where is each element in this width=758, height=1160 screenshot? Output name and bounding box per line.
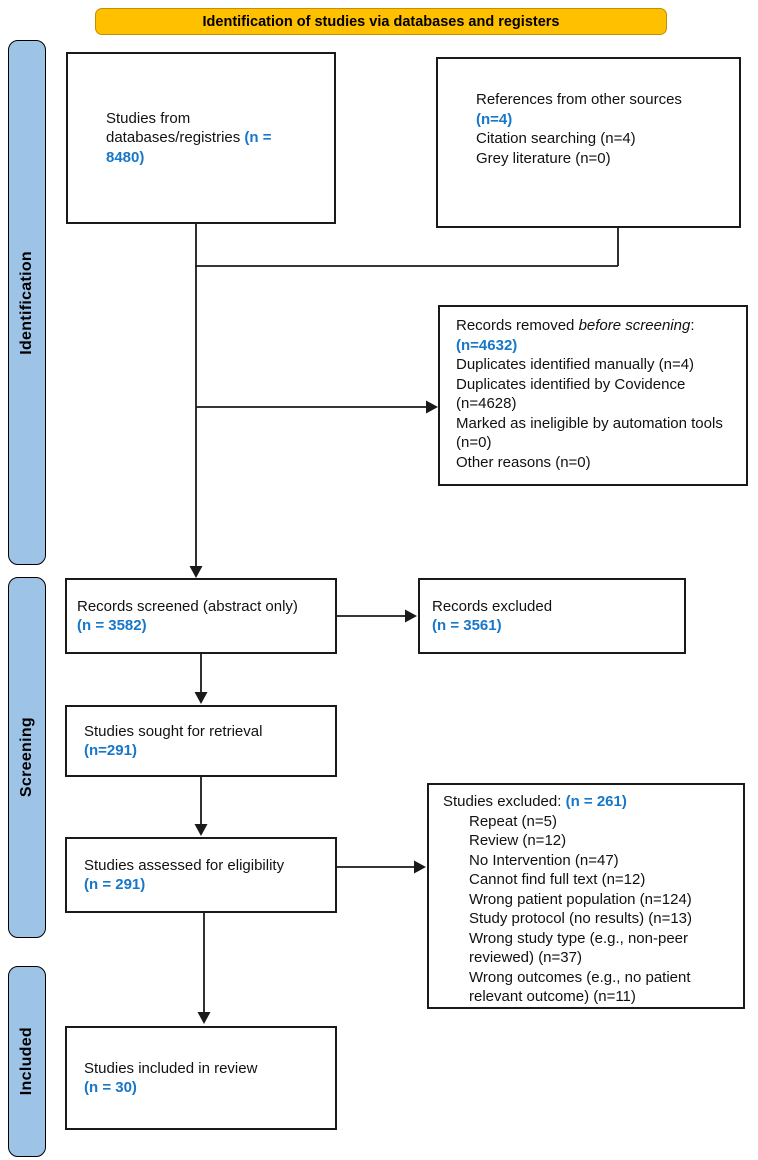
text-line: Duplicates identified manually (n=4) bbox=[456, 355, 736, 375]
text-segment: before screening bbox=[578, 317, 691, 334]
box-studies-included-review: Studies included in review (n = 30) bbox=[65, 1026, 337, 1130]
text-line: (n=291) bbox=[84, 741, 335, 761]
stage-bar-identification: Identification bbox=[8, 40, 46, 565]
text-line: (n=4628) bbox=[456, 394, 736, 414]
text-line: Studies from bbox=[106, 109, 310, 129]
text-segment: (n = bbox=[244, 129, 272, 147]
text-line: Studies sought for retrieval bbox=[84, 722, 335, 742]
text-segment: (n=0) bbox=[456, 434, 492, 451]
text-line: Records screened (abstract only) bbox=[77, 597, 327, 617]
text-segment: (n = 30) bbox=[84, 1079, 137, 1096]
box-references-other-sources: References from other sources (n=4) Citati… bbox=[436, 57, 741, 228]
text-line: Grey literature (n=0) bbox=[476, 149, 717, 169]
text-segment: Duplicates identified manually (n=4) bbox=[456, 356, 695, 373]
text-segment: Records screened (abstract only) bbox=[77, 597, 298, 615]
text-segment: Study protocol (no results) (n=13) bbox=[469, 910, 693, 927]
text-segment: Review (n=12) bbox=[469, 832, 567, 849]
text-line: Records excluded bbox=[432, 597, 684, 617]
text-segment: Other reasons (n=0) bbox=[456, 453, 591, 471]
arrowhead-into-sought bbox=[194, 692, 208, 704]
text-line: Citation searching (n=4) bbox=[476, 129, 717, 149]
arrowhead-into-records-excluded bbox=[405, 609, 417, 623]
stage-label-included: Included bbox=[18, 1027, 35, 1096]
box-records-removed-before-screening: Records removed before screening:(n=4632… bbox=[438, 305, 748, 486]
text-line: Review (n=12) bbox=[443, 831, 733, 851]
text-segment: Studies excluded: bbox=[443, 793, 566, 810]
text-line: (n = 291) bbox=[84, 875, 335, 895]
text-line: Studies included in review bbox=[84, 1059, 335, 1079]
text-segment: (n = 261) bbox=[565, 793, 627, 810]
text-segment: (n=4628) bbox=[456, 395, 517, 412]
text-segment: Wrong outcomes (e.g., no patient relevan… bbox=[469, 968, 691, 1006]
text-segment: Duplicates identified by Covidence bbox=[456, 375, 686, 393]
text-line: Duplicates identified by Covidence bbox=[456, 375, 736, 395]
text-line: Other reasons (n=0) bbox=[456, 453, 736, 473]
text-segment: No Intervention (n=47) bbox=[469, 851, 619, 869]
text-segment: (n = 3582) bbox=[77, 617, 147, 634]
text-segment: Wrong study type (e.g., non-peer reviewe… bbox=[469, 929, 689, 967]
text-segment: : bbox=[690, 317, 695, 334]
box-studies-assessed-eligibility: Studies assessed for eligibility (n = 291… bbox=[65, 837, 337, 913]
text-line: No Intervention (n=47) bbox=[443, 851, 733, 871]
text-segment: Studies included in review bbox=[84, 1059, 258, 1077]
text-line: Wrong patient population (n=124) bbox=[443, 890, 733, 910]
text-segment: Studies assessed for eligibility bbox=[84, 856, 285, 874]
text-segment: (n=291) bbox=[84, 742, 137, 759]
text-segment: Studies from bbox=[106, 109, 191, 127]
box-studies-sought-retrieval: Studies sought for retrieval (n=291) bbox=[65, 705, 337, 777]
text-segment: Wrong patient population (n=124) bbox=[469, 890, 692, 908]
text-line: 8480) bbox=[106, 148, 310, 168]
text-line: Studies assessed for eligibility bbox=[84, 856, 335, 876]
text-segment: References from other sources bbox=[476, 91, 682, 108]
text-line: Wrong study type (e.g., non-peer reviewe… bbox=[443, 929, 733, 968]
text-line: (n=4632) bbox=[456, 336, 736, 356]
arrowhead-into-screened bbox=[189, 566, 203, 578]
text-line: Repeat (n=5) bbox=[443, 812, 733, 832]
text-segment: 8480) bbox=[106, 148, 145, 166]
text-line: Studies excluded: (n = 261) bbox=[443, 792, 733, 812]
text-line: Records removed before screening: bbox=[456, 316, 736, 336]
arrowhead-into-removed bbox=[426, 400, 438, 414]
text-segment: Records removed bbox=[456, 317, 579, 334]
text-segment: (n = 3561) bbox=[432, 617, 502, 634]
text-segment: Citation searching (n=4) bbox=[476, 130, 636, 147]
text-segment: (n = 291) bbox=[84, 876, 146, 893]
text-line: (n=4) bbox=[476, 110, 717, 130]
text-segment: (n=4) bbox=[476, 110, 513, 128]
arrowhead-into-included bbox=[197, 1012, 211, 1024]
text-segment: Cannot find full text (n=12) bbox=[469, 871, 646, 888]
text-line: Study protocol (no results) (n=13) bbox=[443, 909, 733, 929]
text-segment: Records excluded bbox=[432, 597, 553, 615]
text-line: Marked as ineligible by automation tools bbox=[456, 414, 736, 434]
text-line: (n = 30) bbox=[84, 1078, 335, 1098]
box-records-excluded: Records excluded (n = 3561) bbox=[418, 578, 686, 654]
box-studies-excluded: Studies excluded: (n = 261)Repeat (n=5)R… bbox=[427, 783, 745, 1009]
text-segment: databases/registries bbox=[106, 129, 245, 147]
arrowhead-into-assessed bbox=[194, 824, 208, 836]
text-line: References from other sources bbox=[476, 90, 717, 110]
text-line: (n = 3561) bbox=[432, 616, 684, 636]
banner-title: Identification of studies via databases … bbox=[95, 8, 667, 35]
stage-bar-included: Included bbox=[8, 966, 46, 1157]
text-segment: Marked as ineligible by automation tools bbox=[456, 414, 723, 432]
text-line: (n = 3582) bbox=[77, 616, 327, 636]
text-line: (n=0) bbox=[456, 433, 736, 453]
text-segment: Studies sought for retrieval bbox=[84, 722, 263, 740]
text-segment: (n=4632) bbox=[456, 336, 518, 354]
box-records-screened: Records screened (abstract only) (n = 358… bbox=[65, 578, 337, 654]
text-segment: Repeat (n=5) bbox=[469, 812, 557, 830]
text-segment: Grey literature (n=0) bbox=[476, 149, 611, 167]
text-line: Wrong outcomes (e.g., no patient relevan… bbox=[443, 968, 733, 1007]
stage-label-identification: Identification bbox=[18, 250, 35, 355]
banner-title-label: Identification of studies via databases … bbox=[202, 13, 560, 30]
text-line: Cannot find full text (n=12) bbox=[443, 870, 733, 890]
stage-bar-screening: Screening bbox=[8, 577, 46, 938]
stage-label-screening: Screening bbox=[18, 717, 35, 798]
text-line: databases/registries (n = bbox=[106, 128, 310, 148]
arrowhead-into-studies-excluded bbox=[414, 860, 426, 874]
